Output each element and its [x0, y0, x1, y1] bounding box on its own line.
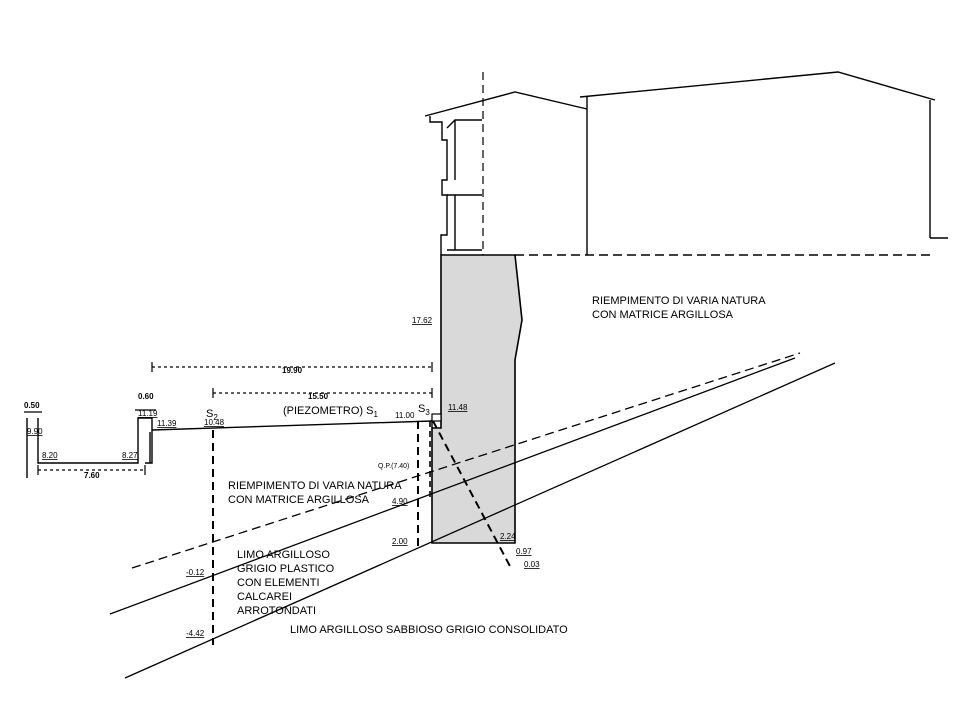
retaining-wall: [431, 254, 523, 544]
buildings: [424, 71, 948, 255]
strata-boundary-upper: [109, 357, 796, 615]
silt-grey-label-1: LIMO ARGILLOSO: [237, 549, 330, 561]
elev-2-24: 2.24: [500, 532, 516, 541]
silt-grey-label-4: CALCAREI: [237, 591, 292, 603]
elev-minus-4-42: -4.42: [186, 629, 205, 638]
borehole-s2-label: S2: [206, 408, 218, 422]
elev-9-90: 9.90: [27, 427, 43, 436]
silt-grey-label-5: ARROTONDATI: [237, 605, 316, 617]
fill-right-label-1: RIEMPIMENTO DI VARIA NATURA: [592, 295, 766, 307]
dim-0-50: 0.50: [24, 401, 40, 410]
borehole-s3-label: S3: [418, 403, 430, 417]
dim-0-60: 0.60: [138, 392, 154, 401]
fill-left-label-1: RIEMPIMENTO DI VARIA NATURA: [228, 480, 402, 492]
fill-right-label-2: CON MATRICE ARGILLOSA: [592, 309, 734, 321]
elev-17-62: 17.62: [412, 316, 433, 325]
ground-surface: [26, 417, 433, 478]
strata-boundary-dashed: [131, 352, 801, 569]
silt-grey-label-2: GRIGIO PLASTICO: [237, 563, 335, 575]
dim-7-60: 7.60: [84, 471, 100, 480]
elev-2-00: 2.00: [392, 537, 408, 546]
elev-4-90: 4.90: [392, 497, 408, 506]
elev-minus-0-12: -0.12: [186, 568, 205, 577]
elev-11-39: 11.39: [157, 419, 177, 428]
borehole-s3-inclined: [432, 420, 513, 571]
small-building-roof: [424, 91, 588, 117]
small-building-window-1: [446, 119, 482, 129]
dim-15-50: 15.50: [308, 392, 329, 401]
wall-notch: [431, 413, 442, 422]
small-building-facade: [429, 116, 448, 255]
elev-0-03: 0.03: [524, 560, 540, 569]
large-building-roof: [579, 71, 936, 101]
elev-11-19: 11.19: [138, 409, 158, 418]
elev-0-97: 0.97: [516, 547, 532, 556]
elev-8-27: 8.27: [122, 451, 138, 460]
elev-11-48: 11.48: [448, 403, 468, 412]
silt-grey-label-3: CON ELEMENTI: [237, 577, 320, 589]
elev-8-20: 8.20: [42, 451, 58, 460]
elev-10-48: 10.48: [204, 418, 225, 427]
fill-left-label-2: CON MATRICE ARGILLOSA: [228, 494, 370, 506]
silt-sandy-label: LIMO ARGILLOSO SABBIOSO GRIGIO CONSOLIDA…: [290, 624, 568, 636]
dim-19-90: 19.90: [282, 366, 303, 375]
borehole-s1-label: (PIEZOMETRO) S1: [283, 405, 378, 419]
elev-11-00: 11.00: [395, 411, 415, 420]
strata-boundary-lower: [124, 362, 836, 679]
dimension-lines: [24, 362, 433, 475]
elev-qp: Q.P.(7.40): [378, 463, 409, 470]
